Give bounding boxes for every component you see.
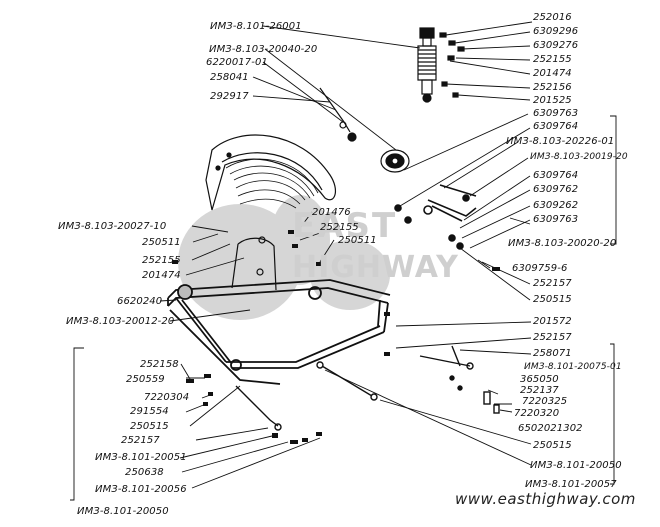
label-6309764-a: 6309764 <box>533 121 579 132</box>
label-201476: 201476 <box>312 207 351 218</box>
brake-rod <box>235 361 378 431</box>
watermark-text-top: EAST <box>292 206 398 246</box>
label-6309296: 6309296 <box>533 26 579 37</box>
label-250515-a: 250515 <box>533 294 572 305</box>
brake-lever <box>419 345 500 414</box>
group-brackets <box>70 115 617 501</box>
label-20057: ИМЗ-8.101-20057 <box>525 479 617 490</box>
label-250638: 250638 <box>125 467 164 478</box>
label-258041: 258041 <box>210 72 249 83</box>
label-252158: 252158 <box>140 359 179 370</box>
label-20050-left: ИМЗ-8.101-20050 <box>77 506 169 517</box>
watermark-text-bottom: HIGHWAY <box>292 250 459 285</box>
label-7220320: 7220320 <box>514 408 560 419</box>
label-291554: 291554 <box>130 406 169 417</box>
label-20019-20: ИМЗ-8.103-20019-20 <box>530 152 628 162</box>
label-201572: 201572 <box>533 316 572 327</box>
label-20027-10: ИМЗ-8.103-20027-10 <box>58 221 167 232</box>
label-250511-mid: 250511 <box>338 235 377 246</box>
label-250515-b: 250515 <box>533 440 572 451</box>
label-7220304: 7220304 <box>144 392 190 403</box>
label-6309262: 6309262 <box>533 200 579 211</box>
label-6502021302: 6502021302 <box>518 423 583 434</box>
label-250559: 250559 <box>126 374 165 385</box>
hub-drum <box>380 149 410 173</box>
label-252155-top: 252155 <box>533 54 572 65</box>
label-292917: 292917 <box>210 91 249 102</box>
label-20012-20: ИМЗ-8.103-20012-20 <box>66 316 175 327</box>
rear-fender <box>205 134 337 211</box>
label-6309762: 6309762 <box>533 184 579 195</box>
label-201525: 201525 <box>533 95 572 106</box>
label-252016: 252016 <box>533 12 572 23</box>
label-201474-top: 201474 <box>533 68 572 79</box>
label-20056: ИМЗ-8.101-20056 <box>95 484 187 495</box>
label-252157-b: 252157 <box>533 332 572 343</box>
label-6309763-a: 6309763 <box>533 108 579 119</box>
fender-stay <box>231 236 277 291</box>
label-20020-20: ИМЗ-8.103-20020-20 <box>508 238 617 249</box>
label-6220017-01: 6220017-01 <box>206 57 268 68</box>
shock-absorber <box>417 27 437 103</box>
label-258071: 258071 <box>533 348 572 359</box>
label-26001: ИМЗ-8.101-26001 <box>210 21 302 32</box>
label-252157-a: 252157 <box>533 278 572 289</box>
label-252157-left: 252157 <box>121 435 160 446</box>
label-7220325: 7220325 <box>522 396 568 407</box>
label-6309764-b: 6309764 <box>533 170 579 181</box>
sidecar-frame <box>167 279 391 385</box>
label-252155-left: 252155 <box>142 255 181 266</box>
label-20040-20: ИМЗ-8.103-20040-20 <box>209 44 318 55</box>
leader-lines <box>159 21 533 489</box>
website-watermark: www.easthighway.com <box>455 490 636 508</box>
label-20051: ИМЗ-8.101-20051 <box>95 452 187 463</box>
label-252155-mid: 252155 <box>320 222 359 233</box>
label-6309763-b: 6309763 <box>533 214 579 225</box>
label-252156: 252156 <box>533 82 572 93</box>
label-6620240: 6620240 <box>117 296 163 307</box>
watermark-blot <box>178 195 390 320</box>
label-252137: 252137 <box>520 385 559 396</box>
label-365050: 365050 <box>520 374 559 385</box>
label-20226-01: ИМЗ-8.103-20226-01 <box>506 136 615 147</box>
label-20050-right: ИМЗ-8.101-20050 <box>530 460 622 471</box>
label-250515-left: 250515 <box>130 421 169 432</box>
label-20075-01: ИМЗ-8.101-20075-01 <box>524 362 622 372</box>
label-6309276: 6309276 <box>533 40 579 51</box>
label-250511-left: 250511 <box>142 237 181 248</box>
swing-arm <box>394 184 477 250</box>
label-201474-left: 201474 <box>142 270 181 281</box>
label-6309759-6: 6309759-6 <box>512 263 568 274</box>
